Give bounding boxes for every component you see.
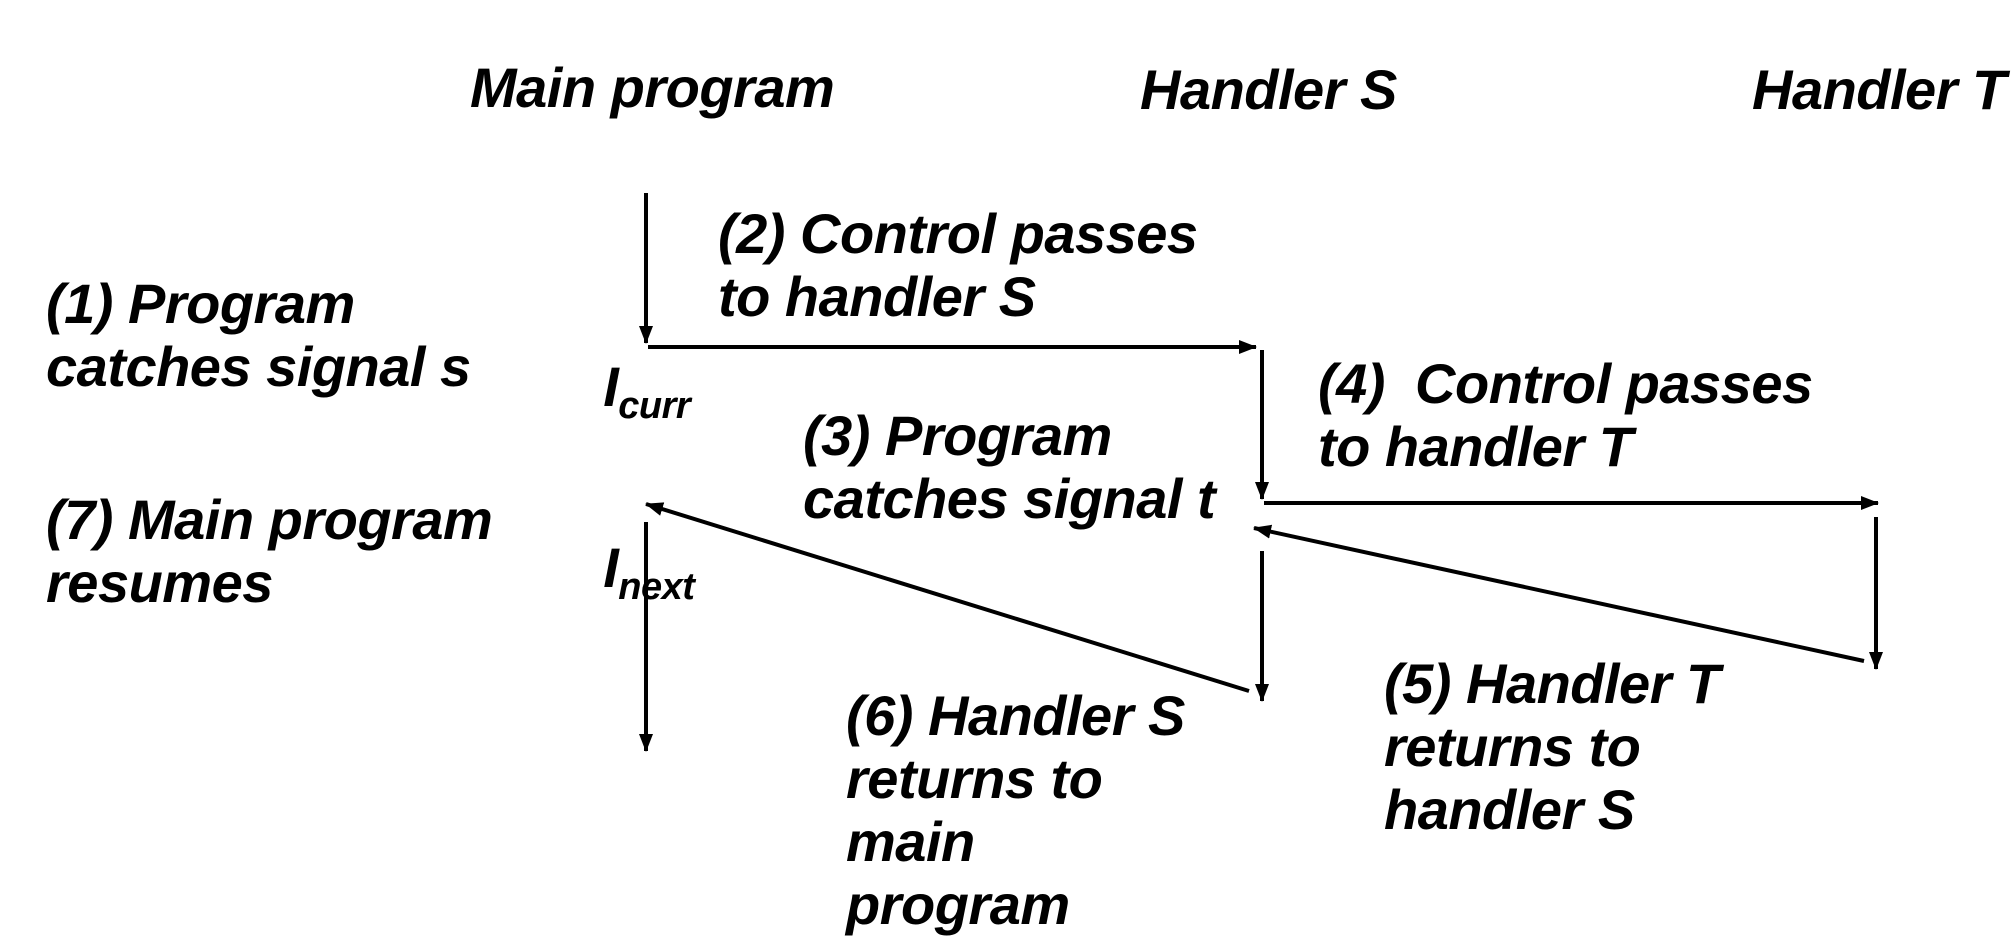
arrow-return-to-main — [645, 502, 1250, 693]
annotation-step-3: (3) Program catches signal t — [803, 404, 1216, 530]
annotation-line: (3) Program — [803, 404, 1112, 467]
annotation-line: (5) Handler T — [1384, 652, 1720, 715]
annotation-line: returns to — [846, 747, 1103, 810]
column-header-main-program: Main program — [470, 56, 835, 119]
inext-sub: next — [618, 566, 695, 609]
inext-base: I — [603, 536, 619, 599]
annotation-line: returns to — [1384, 715, 1641, 778]
label-icurr: Icurr — [543, 292, 690, 481]
arrow-return-to-handler-s — [1253, 524, 1865, 663]
annotation-line: handler S — [1384, 778, 1635, 841]
annotation-line: (4) Control passes — [1318, 352, 1813, 415]
annotation-line: (6) Handler S — [846, 684, 1185, 747]
annotation-line: resumes — [46, 551, 273, 614]
annotation-line: (2) Control passes — [718, 202, 1198, 265]
annotation-step-4: (4) Control passes to handler T — [1318, 352, 1813, 478]
column-header-handler-t: Handler T — [1752, 58, 2006, 121]
annotation-line: to handler S — [718, 265, 1036, 328]
annotation-step-7: (7) Main program resumes — [46, 488, 493, 614]
label-inext: Inext — [543, 473, 695, 662]
icurr-base: I — [603, 355, 619, 418]
annotation-line: to handler T — [1318, 415, 1633, 478]
annotation-line: (7) Main program — [46, 488, 493, 551]
annotation-line: catches signal s — [46, 335, 471, 398]
annotation-step-1: (1) Program catches signal s — [46, 272, 471, 398]
column-header-handler-s: Handler S — [1140, 58, 1397, 121]
icurr-sub: curr — [618, 385, 691, 428]
annotation-step-6: (6) Handler S returns to main program — [846, 684, 1185, 936]
annotation-line: (1) Program — [46, 272, 355, 335]
annotation-line: program — [846, 873, 1070, 936]
annotation-line: catches signal t — [803, 467, 1216, 530]
annotation-step-2: (2) Control passes to handler S — [718, 202, 1198, 328]
annotation-line: main — [846, 810, 975, 873]
annotation-step-5: (5) Handler T returns to handler S — [1384, 652, 1720, 841]
